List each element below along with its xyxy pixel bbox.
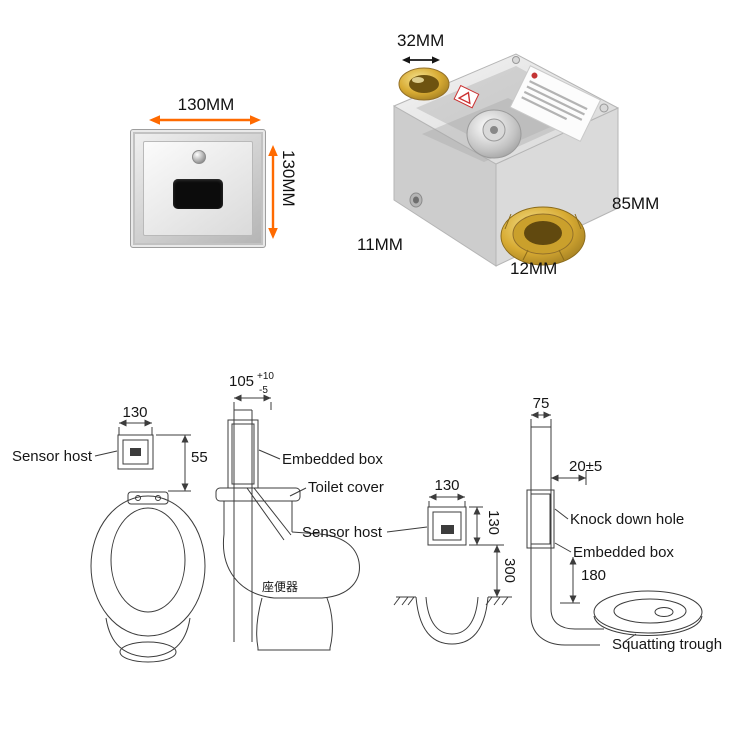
dim-105-plus-tolerance: +10 <box>257 371 274 382</box>
brass-outlet-nut <box>500 206 586 266</box>
panel-height-arrow-icon <box>268 145 278 239</box>
toilet-seat-top-view <box>90 491 206 663</box>
sensor-width-dimension: 130 <box>118 404 153 435</box>
recess-dimension-105: 105 +10 -5 <box>229 371 274 410</box>
wall-dimension-75: 75 <box>530 395 552 427</box>
toilet-top-view-diagram: 130 Sensor host 55 <box>12 404 208 663</box>
embedded-box-label: Embedded box <box>282 451 383 468</box>
valve-bottom-left-dimension-label: 11MM <box>357 235 403 254</box>
sensor-host-box <box>117 434 154 470</box>
squat-pan-cross-section <box>415 596 489 645</box>
dim-130-height-label: 130 <box>485 510 502 535</box>
sensor-width-dimension: 130 <box>428 477 466 507</box>
sensor-host-box <box>427 506 467 546</box>
leader-line <box>386 526 428 533</box>
wall-section <box>233 409 253 642</box>
leader-line <box>94 450 118 457</box>
dim-20-label: 20±5 <box>569 458 602 475</box>
sensor-host-label: Sensor host <box>302 524 383 541</box>
leader-line <box>258 449 281 460</box>
leader-line <box>554 508 569 520</box>
wall-section <box>530 426 552 601</box>
squat-trough-side-diagram: 75 20±5 Knock down hole Embedded box 18 <box>526 395 722 653</box>
valve-box-photo <box>392 53 620 267</box>
brass-inlet-fitting <box>398 67 450 101</box>
ground-hatching <box>393 596 512 606</box>
dim-105-minus-tolerance: -5 <box>259 385 268 396</box>
drop-dimension-180: 180 <box>560 557 606 604</box>
valve-top-arrow-icon <box>402 56 440 64</box>
flush-pipe <box>246 487 292 541</box>
squat-pan-front-diagram: 130 Sensor host 130 300 <box>302 477 518 645</box>
dim-55-label: 55 <box>191 449 208 466</box>
leader-line <box>554 542 572 553</box>
embedded-box-label: Embedded box <box>573 544 674 561</box>
drain-pipe-elbow <box>530 601 604 646</box>
squatting-trough <box>593 590 703 636</box>
sensor-panel-image <box>130 129 266 248</box>
valve-bottom-center-dimension-label: 12MM <box>510 259 558 278</box>
squatting-trough-label: Squatting trough <box>612 636 722 653</box>
mount-height-dimension-300: 300 <box>490 545 518 598</box>
embedded-box <box>227 419 259 489</box>
case-screws <box>512 56 609 113</box>
dim-105-label: 105 <box>229 373 254 390</box>
installation-diagrams: 130 Sensor host 55 <box>12 371 722 663</box>
sensor-led-icon <box>192 150 206 164</box>
dim-130-width-label: 130 <box>434 477 459 494</box>
solenoid-valve <box>466 109 522 159</box>
drop-dimension-55: 55 <box>156 434 208 492</box>
leader-line <box>623 633 637 643</box>
panel-height-dimension-label: 130MM <box>279 150 298 207</box>
dim-130-label: 130 <box>122 404 147 421</box>
leader-line <box>289 487 307 497</box>
valve-top-dimension-label: 32MM <box>397 31 445 50</box>
sensor-host-label: Sensor host <box>12 448 93 465</box>
dim-180-label: 180 <box>581 567 606 584</box>
toilet-cn-label: 座便器 <box>262 579 298 594</box>
panel-width-dimension-label: 130MM <box>177 95 235 114</box>
spec-sticker <box>509 65 602 142</box>
panel-face <box>143 141 253 236</box>
embedded-box <box>526 489 555 549</box>
knock-down-hole-label: Knock down hole <box>570 511 684 528</box>
toilet-side-profile <box>215 487 360 651</box>
warning-sticker <box>453 84 480 109</box>
dim-75-label: 75 <box>533 395 550 412</box>
infrared-window-icon <box>173 179 223 209</box>
panel-width-arrow-icon <box>149 115 261 125</box>
toilet-side-view-diagram: 105 +10 -5 Embedded box Toilet cover <box>215 371 384 651</box>
dim-300-label: 300 <box>501 558 518 583</box>
offset-dimension-20: 20±5 <box>551 458 602 485</box>
valve-right-dimension-label: 85MM <box>612 194 660 213</box>
sensor-height-dimension: 130 <box>469 506 504 546</box>
toilet-cover-label: Toilet cover <box>308 479 384 496</box>
side-port <box>409 192 423 208</box>
